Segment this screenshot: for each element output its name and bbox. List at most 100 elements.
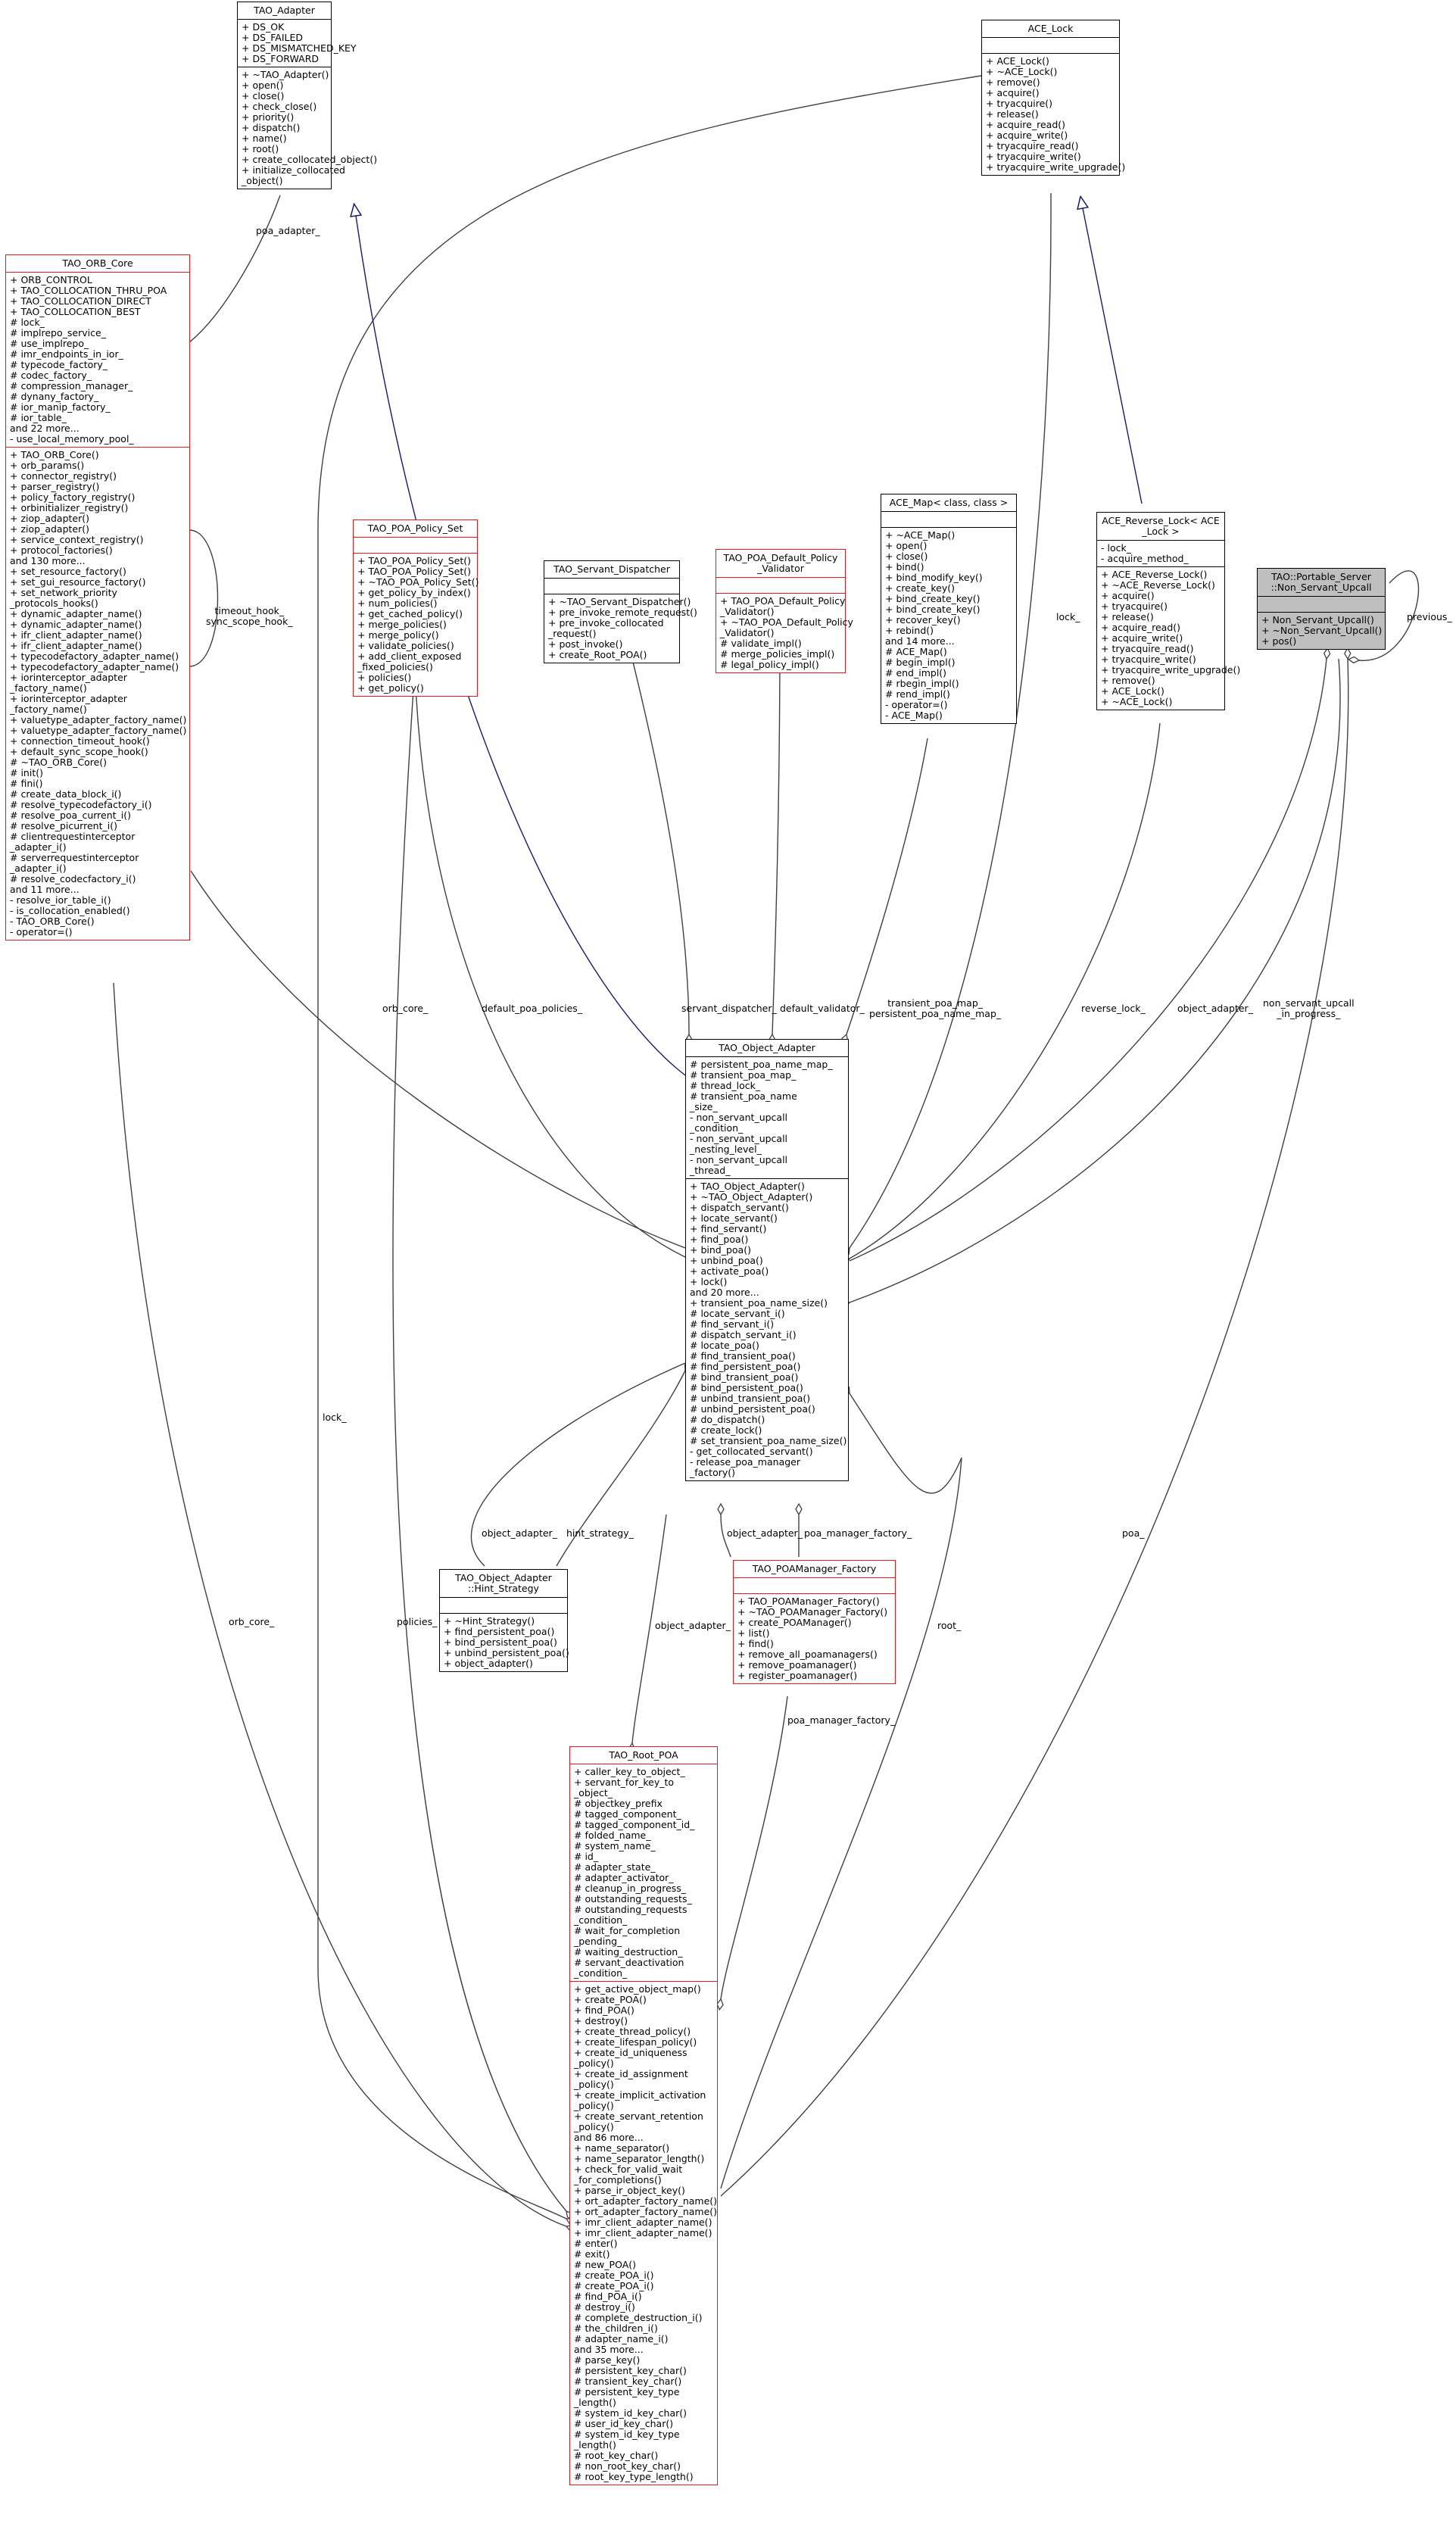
- operation-item: # new_POA(): [574, 2259, 636, 2270]
- class-tao-orb-core[interactable]: TAO_ORB_Core + ORB_CONTROL+ TAO_COLLOCAT…: [5, 254, 190, 941]
- attributes: + DS_OK+ DS_FAILED+ DS_MISMATCHED_KEY+ D…: [238, 20, 357, 67]
- operation-item: + destroy(): [574, 2015, 628, 2026]
- operation-item: # complete_destruction_i(): [574, 2312, 703, 2323]
- operation-item: + set_resource_factory(): [10, 566, 126, 577]
- attribute-item: _condition_: [574, 1967, 628, 1979]
- class-title: TAO_Object_Adapter ::Hint_Strategy: [440, 1570, 567, 1598]
- operation-item: + ort_adapter_factory_name(): [574, 2195, 718, 2207]
- operation-item: + default_sync_scope_hook(): [10, 746, 148, 757]
- operation-item: + ~TAO_POA_Policy_Set(): [357, 576, 479, 588]
- operation-item: + name(): [242, 133, 287, 144]
- operation-item: + bind_modify_key(): [885, 572, 983, 583]
- operations: + TAO_Object_Adapter()+ ~TAO_Object_Adap…: [686, 1179, 848, 1480]
- operation-item: + TAO_ORB_Core(): [10, 449, 99, 460]
- attribute-item: # typecode_factory_: [10, 359, 108, 370]
- operation-item: - resolve_ior_table_i(): [10, 894, 111, 906]
- attribute-item: # id_: [574, 1851, 599, 1862]
- operation-item: # clientrequestinterceptor: [10, 831, 136, 842]
- operation-item: # destroy_i(): [574, 2301, 635, 2313]
- operation-item: + ACE_Lock(): [986, 55, 1049, 67]
- operation-item: + imr_client_adapter_name(): [574, 2227, 712, 2238]
- attributes: + ORB_CONTROL+ TAO_COLLOCATION_THRU_POA+…: [6, 273, 189, 448]
- operation-item: # root_key_char(): [574, 2450, 659, 2461]
- operation-item: # unbind_transient_poa(): [690, 1393, 811, 1404]
- operation-item: + list(): [737, 1627, 770, 1639]
- attribute-item: _condition_: [574, 1914, 628, 1926]
- class-ace-map[interactable]: ACE_Map< class, class > + ~ACE_Map()+ op…: [881, 494, 1017, 724]
- operation-item: + set_network_priority: [10, 587, 117, 598]
- operation-item: # the_children_i(): [574, 2323, 658, 2334]
- operation-item: + release(): [986, 108, 1039, 120]
- class-tao-adapter[interactable]: TAO_Adapter + DS_OK+ DS_FAILED+ DS_MISMA…: [237, 2, 377, 189]
- attributes: [440, 1598, 567, 1614]
- attribute-item: # adapter_state_: [574, 1861, 656, 1873]
- operation-item: # resolve_poa_current_i(): [10, 810, 132, 821]
- operation-item: # create_POA_i(): [574, 2270, 654, 2281]
- operation-item: # find_servant_i(): [690, 1318, 775, 1330]
- class-tao-poa-default-policy-validator[interactable]: TAO_POA_Default_Policy _Validator + TAO_…: [716, 549, 853, 673]
- operation-item: + connector_registry(): [10, 470, 117, 482]
- edge-label-hint-strategy: hint_strategy_: [566, 1527, 634, 1539]
- class-title: TAO_POA_Policy_Set: [354, 520, 477, 538]
- empty-compartment: [357, 540, 473, 551]
- edge-root: [720, 1393, 962, 2189]
- attribute-item: # outstanding_requests_: [574, 1893, 692, 1905]
- attribute-item: and 22 more...: [10, 423, 80, 434]
- operation-item: + iorinterceptor_adapter: [10, 693, 127, 704]
- edge-label-poa-manager-factory-root: poa_manager_factory_: [787, 1714, 896, 1726]
- edge-label-default-poa-policies: default_poa_policies_: [482, 1003, 583, 1014]
- operation-item: _Validator(): [720, 606, 775, 617]
- edge-label-reverse-lock: reverse_lock_: [1081, 1003, 1146, 1014]
- operation-item: # create_data_block_i(): [10, 788, 122, 800]
- operation-item: _factory_name(): [10, 703, 87, 715]
- edge-reverse-lock: [850, 722, 1161, 1259]
- operations: + get_active_object_map()+ create_POA()+…: [570, 1982, 717, 2485]
- edge-poa: [720, 659, 1348, 2197]
- operation-item: # ~TAO_ORB_Core(): [10, 757, 108, 768]
- operation-item: # transient_key_char(): [574, 2376, 682, 2387]
- operation-item: _fixed_policies(): [357, 661, 433, 672]
- operation-item: # exit(): [574, 2248, 610, 2260]
- operation-item: + orbinitializer_registry(): [10, 502, 129, 513]
- operation-item: _factory(): [690, 1467, 736, 1478]
- class-tao-poa-policy-set[interactable]: TAO_POA_Policy_Set + TAO_POA_Policy_Set(…: [353, 519, 479, 697]
- operation-item: # find_POA_i(): [574, 2291, 642, 2302]
- operation-item: + bind_create_key(): [885, 604, 981, 615]
- edge-label-non-servant-upcall-in-progress: non_servant_upcall _in_progress_: [1263, 997, 1355, 1019]
- attributes: - lock_- acquire_method_: [1097, 541, 1224, 567]
- operation-item: _length(): [574, 2439, 616, 2450]
- operation-item: + find_persistent_poa(): [444, 1626, 555, 1637]
- operation-item: + bind_persistent_poa(): [444, 1636, 557, 1648]
- class-tao-servant-dispatcher[interactable]: TAO_Servant_Dispatcher + ~TAO_Servant_Di…: [544, 560, 697, 663]
- operation-item: + tryacquire_write_upgrade(): [986, 161, 1126, 173]
- attribute-item: # outstanding_requests: [574, 1904, 687, 1915]
- operation-item: _factory_name(): [10, 682, 87, 694]
- operation-item: # parse_key(): [574, 2354, 641, 2366]
- operation-item: + transient_poa_name_size(): [690, 1297, 828, 1309]
- edge-object-adapter-hint: [470, 1362, 686, 1567]
- operation-item: + pre_invoke_remote_request(): [548, 607, 697, 618]
- class-tao-poamanager-factory[interactable]: TAO_POAManager_Factory + TAO_POAManager_…: [733, 1560, 896, 1684]
- attribute-item: # adapter_activator_: [574, 1872, 674, 1883]
- attribute-item: _thread_: [690, 1165, 731, 1176]
- operation-item: + merge_policy(): [357, 629, 439, 641]
- operation-item: + find(): [737, 1638, 774, 1649]
- class-ace-reverse-lock[interactable]: ACE_Reverse_Lock< ACE _Lock > - lock_- a…: [1096, 512, 1240, 710]
- operation-item: _request(): [548, 628, 597, 639]
- operation-item: # system_id_key_type: [574, 2429, 680, 2440]
- edge-inherit-ace-lock: [1083, 208, 1143, 504]
- class-tao-object-adapter[interactable]: TAO_Object_Adapter # persistent_poa_name…: [685, 1039, 849, 1481]
- class-ace-lock[interactable]: ACE_Lock + ACE_Lock()+ ~ACE_Lock()+ remo…: [981, 20, 1126, 176]
- attribute-item: - non_servant_upcall: [690, 1154, 788, 1165]
- operation-item: + check_close(): [242, 101, 317, 112]
- class-hint-strategy[interactable]: TAO_Object_Adapter ::Hint_Strategy + ~Hi…: [439, 1569, 569, 1672]
- class-tao-root-poa[interactable]: TAO_Root_POA + caller_key_to_object_+ se…: [569, 1746, 718, 2485]
- operation-item: # begin_impl(): [885, 657, 956, 668]
- operation-item: + locate_servant(): [690, 1212, 778, 1224]
- operation-item: # init(): [10, 767, 43, 778]
- class-non-servant-upcall[interactable]: TAO::Portable_Server ::Non_Servant_Upcal…: [1257, 568, 1386, 650]
- operation-item: # end_impl(): [885, 667, 947, 679]
- attribute-item: # lock_: [10, 317, 45, 328]
- operation-item: + create_POAManager(): [737, 1617, 852, 1628]
- operation-item: + get_cached_policy(): [357, 608, 463, 619]
